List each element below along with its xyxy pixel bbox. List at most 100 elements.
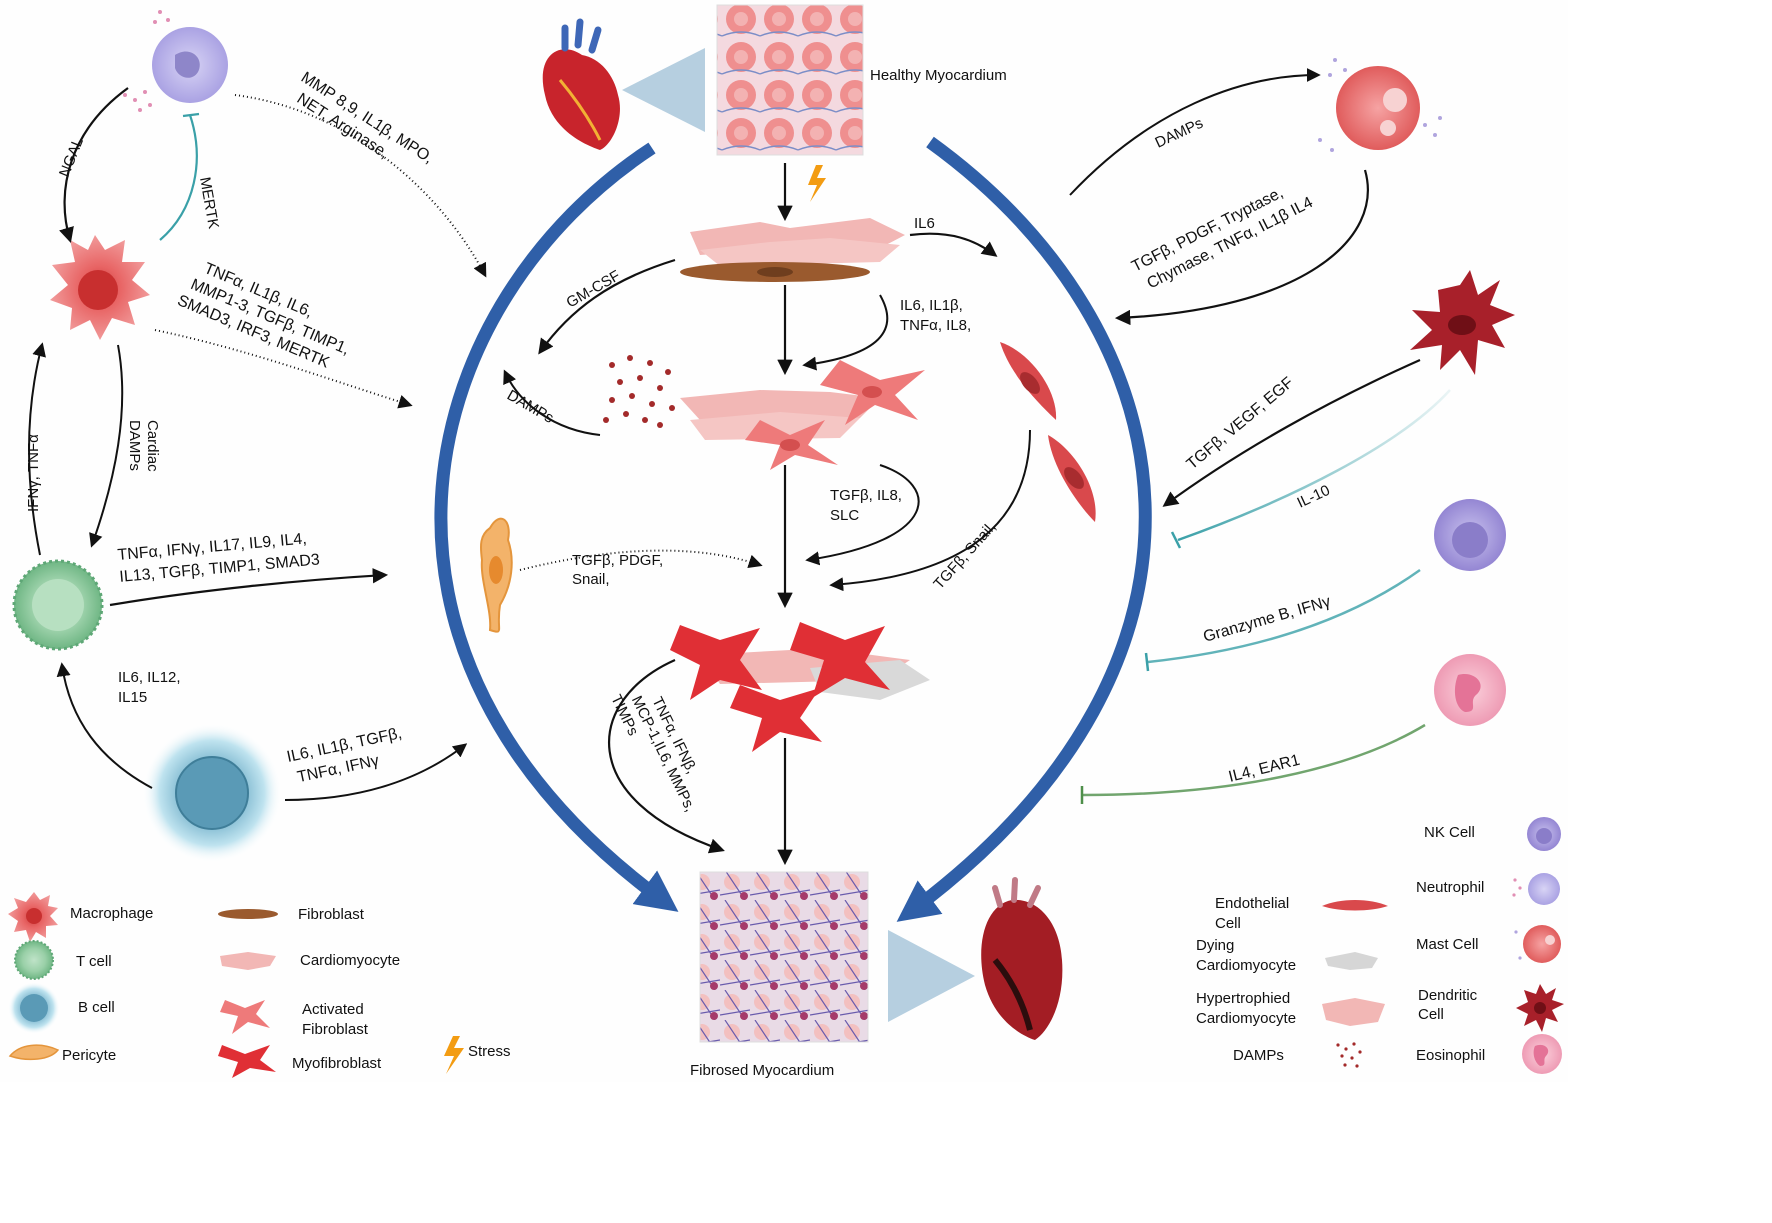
legend-hypertrophied-icon: [1322, 998, 1385, 1026]
tcell-cell: [12, 559, 104, 651]
legend-endothelial-icon: [1322, 900, 1388, 911]
legend-activated-fibroblast-label: Activated Fibroblast: [302, 1001, 369, 1038]
legend-neutrophil-label: Neutrophil: [1416, 879, 1484, 896]
macrophage-cell: [50, 235, 150, 340]
dc-mediators-label: TGFβ, VEGF, EGF: [1184, 374, 1297, 473]
legend-neutrophil-icon: [1512, 873, 1560, 905]
legend-eosinophil-label: Eosinophil: [1416, 1047, 1485, 1064]
eosinophil-cell: [1434, 654, 1506, 726]
cardiomyocyte-fibroblast-group: [680, 218, 905, 282]
svg-text:Dying: Dying: [1196, 937, 1234, 954]
legend-tcell-icon: [14, 940, 54, 980]
svg-text:Cardiac: Cardiac: [144, 420, 161, 472]
mertk-label: MERTK: [196, 176, 222, 230]
big-arrow-right: [896, 136, 1152, 922]
legend-macrophage-icon: [8, 892, 58, 942]
legend-bcell-icon: [8, 982, 60, 1034]
fibrosed-tissue-image: [699, 871, 869, 1043]
arrow-tcell-macrophage: [28, 342, 46, 556]
il10-label: IL-10: [1295, 482, 1333, 512]
svg-text:Cardiomyocyte: Cardiomyocyte: [1196, 1010, 1296, 1027]
fibrosis-diagram: Healthy Myocardium: [8, 4, 1564, 1079]
svg-text:DAMPs: DAMPs: [126, 420, 143, 471]
mast-cell: [1318, 58, 1442, 152]
svg-text:TGFβ, PDGF,: TGFβ, PDGF,: [572, 552, 663, 569]
legend-damps-icon: [1336, 1042, 1362, 1068]
legend-dendritic-icon: [1516, 984, 1564, 1032]
legend-fibroblast-label: Fibroblast: [298, 906, 365, 923]
arrow-mast-center: [1114, 169, 1369, 326]
arrow-pericyte-center: [519, 549, 763, 571]
bcell-cell: [142, 723, 282, 863]
svg-text:Granzyme B, IFNγ: Granzyme B, IFNγ: [1201, 593, 1332, 646]
gmcsf-label: GM-CSF: [564, 267, 624, 311]
svg-text:Cardiomyocyte: Cardiomyocyte: [1196, 957, 1296, 974]
legend-dendritic-label: Dendritic Cell: [1418, 987, 1478, 1023]
legend-fibroblast-icon: [218, 909, 278, 919]
nk-cell: [1434, 499, 1506, 571]
stress-icon: [808, 165, 826, 202]
pericyte-mediators-label: TGFβ, PDGF, Snail,: [572, 552, 663, 588]
zoom-triangle-bottom: [888, 930, 975, 1022]
svg-text:Endothelial: Endothelial: [1215, 895, 1289, 912]
legend-dying-cardiomyocyte-icon: [1325, 952, 1378, 970]
il6-il1b-label: IL6, IL1β, TNFα, IL8,: [900, 297, 971, 334]
svg-text:Activated: Activated: [302, 1001, 364, 1018]
legend-macrophage-label: Macrophage: [70, 905, 153, 922]
macrophage-mediators-label: TNFα, IL1β, IL6, MMP1-3, TGFβ, TIMP1, SM…: [175, 260, 352, 372]
arrow-endothelial-center: [829, 429, 1031, 592]
svg-text:TGFβ, VEGF, EGF: TGFβ, VEGF, EGF: [1184, 374, 1297, 473]
figure-canvas: Healthy Myocardium: [8, 4, 1564, 1079]
arrow-neutrophil-center: [234, 94, 487, 278]
healthy-heart-icon: [542, 18, 620, 150]
legend-nk-icon: [1527, 817, 1561, 851]
ngal-label: NGAL: [56, 135, 87, 179]
cardiac-damps-label: Cardiac DAMPs: [126, 420, 161, 472]
svg-text:SLC: SLC: [830, 507, 859, 524]
fibrosed-heart-icon: [981, 877, 1063, 1040]
legend-damps-label: DAMPs: [1233, 1047, 1284, 1064]
legend-pericyte-icon: [8, 1044, 60, 1061]
svg-text:DAMPs: DAMPs: [504, 387, 557, 427]
dendritic-cell: [1410, 270, 1515, 375]
legend-hypertrophied-label: Hypertrophied Cardiomyocyte: [1196, 990, 1296, 1027]
svg-text:IFNγ, TNFα: IFNγ, TNFα: [25, 434, 42, 512]
healthy-myocardium-label: Healthy Myocardium: [870, 67, 1007, 84]
svg-text:Cell: Cell: [1215, 915, 1241, 932]
legend-stress-icon: [444, 1036, 464, 1074]
tcell-mediators-label: TNFα, IFNγ, IL17, IL9, IL4, IL13, TGFβ, …: [117, 531, 321, 586]
arrow-dc-center: [1162, 358, 1421, 507]
arrow-bcell-center: [284, 743, 468, 801]
inhibit-il10-bar: [1170, 531, 1182, 549]
activated-fibroblast-group: [680, 360, 925, 470]
healthy-tissue-image: [716, 4, 864, 156]
arrow-bcell-tcell: [56, 662, 153, 789]
legend-bcell-label: B cell: [78, 999, 115, 1016]
legend-myofibroblast-icon: [218, 1045, 276, 1078]
svg-text:TGFβ, Snail,: TGFβ, Snail,: [930, 519, 999, 593]
zoom-triangle-top: [622, 48, 705, 132]
arrow-il6-il1b: [802, 294, 889, 371]
inhibit-il4-ear1: [1082, 723, 1426, 797]
il6-label: IL6: [914, 215, 935, 232]
legend-nk-label: NK Cell: [1424, 824, 1475, 841]
legend-eosinophil-icon: [1522, 1034, 1562, 1074]
svg-text:Cell: Cell: [1418, 1006, 1444, 1023]
arrow-tcell-center: [109, 568, 389, 607]
arrow-il6: [909, 232, 998, 257]
svg-text:MERTK: MERTK: [196, 176, 222, 230]
fibrosed-myocardium-label: Fibrosed Myocardium: [690, 1062, 834, 1079]
svg-text:IL15: IL15: [118, 689, 147, 706]
arrow-damps-mast: [1069, 68, 1321, 196]
arrow-damps-center: [503, 369, 601, 436]
mast-mediators-label: TGFβ, PDGF, Tryptase, Chymase, TNFα, IL1…: [1129, 184, 1316, 292]
legend-dying-cardiomyocyte-label: Dying Cardiomyocyte: [1196, 937, 1296, 974]
arrow-ngal: [59, 87, 129, 243]
pericyte: [480, 517, 513, 633]
legend-tcell-label: T cell: [76, 953, 112, 970]
legend-cardiomyocyte-icon: [220, 952, 276, 970]
arrow-tgfb-il8: [805, 464, 920, 566]
neutrophil-cell: [123, 10, 228, 112]
inhibit-il10: [1177, 389, 1451, 542]
svg-text:IL6, IL12,: IL6, IL12,: [118, 669, 181, 686]
